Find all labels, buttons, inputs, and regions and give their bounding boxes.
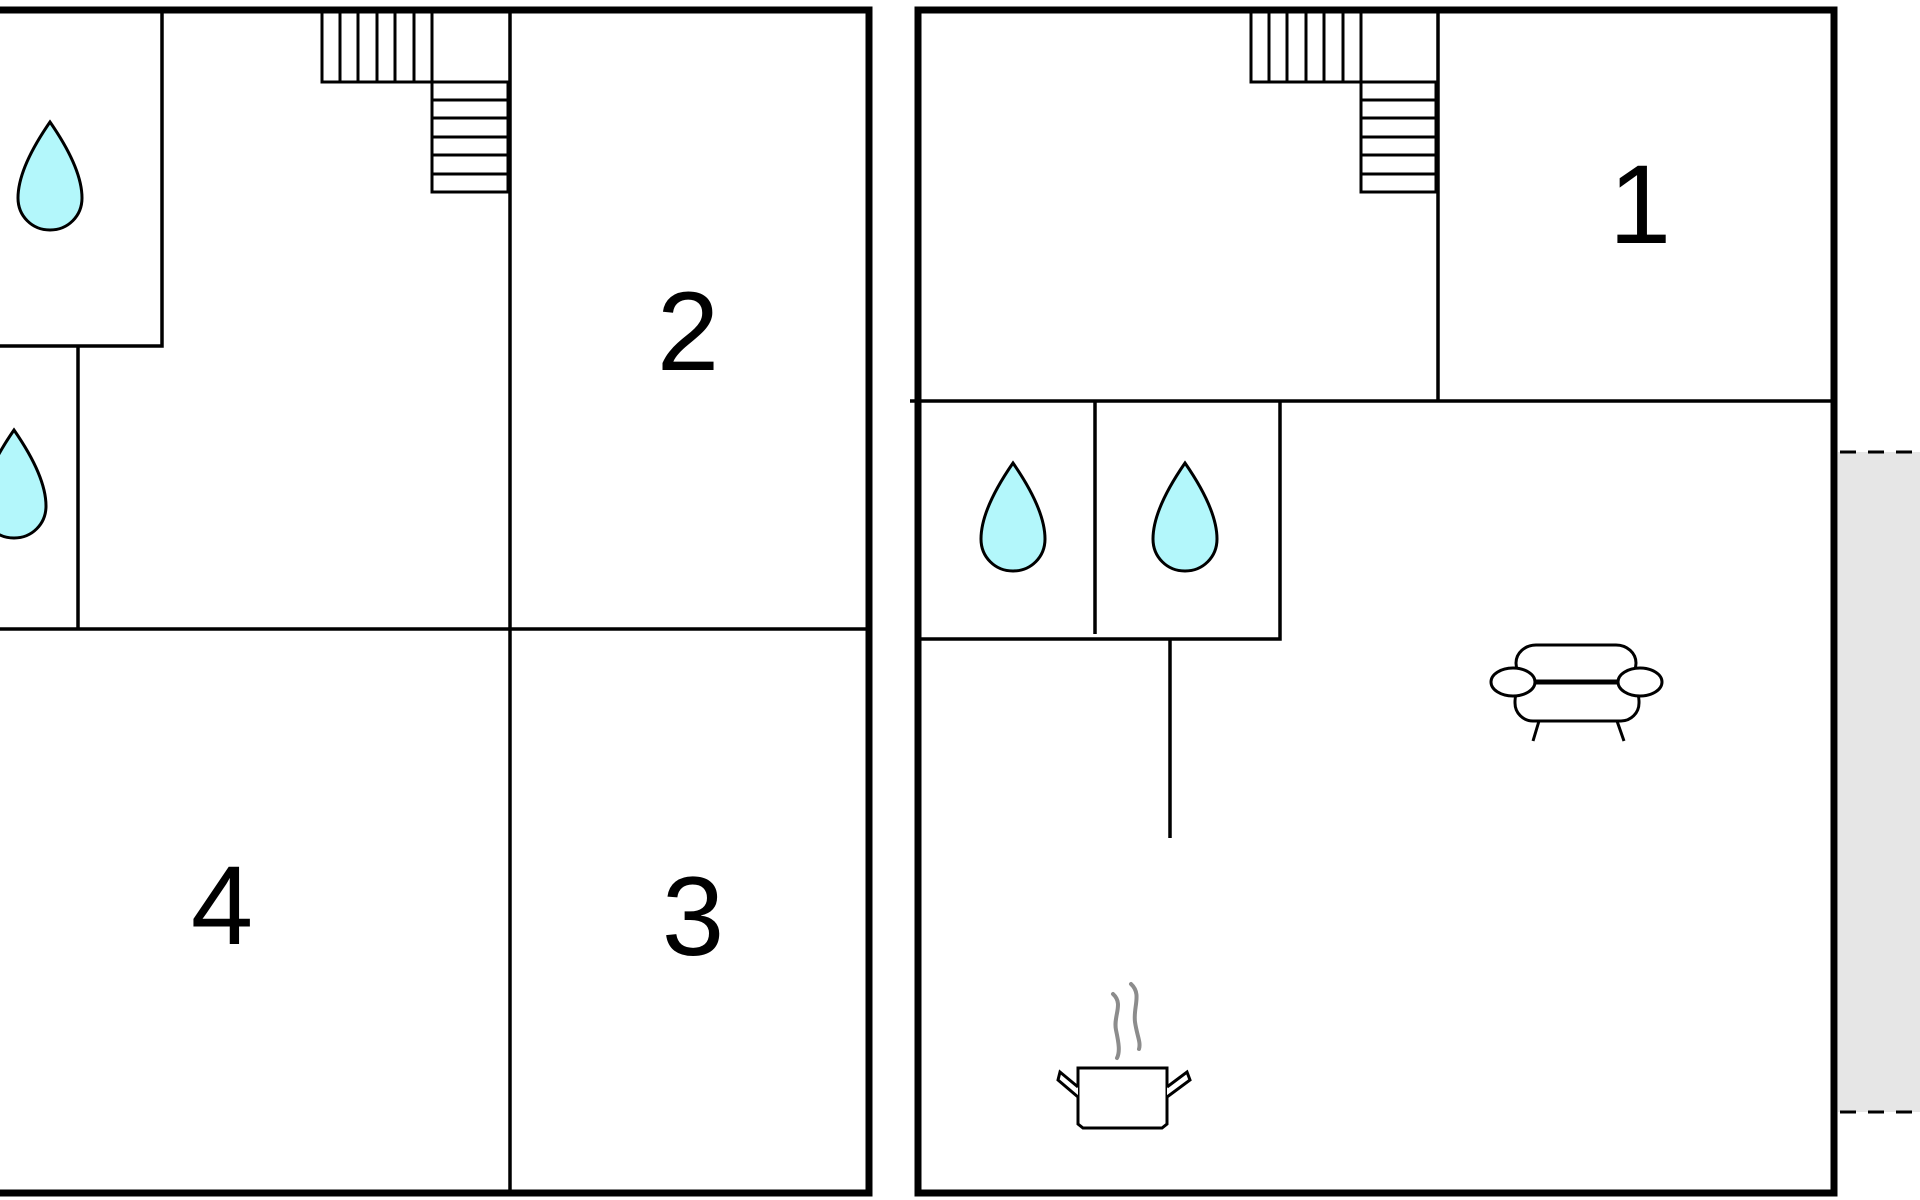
upper-floor: 2 3 4 xyxy=(0,6,873,1197)
sofa-icon xyxy=(1489,643,1664,742)
water-drop-icon xyxy=(1151,460,1219,573)
water-drop-icon xyxy=(16,119,84,232)
water-drop-icon xyxy=(0,427,48,540)
room-1-number: 1 xyxy=(1609,142,1671,267)
ground-floor-outer-wall xyxy=(914,6,1838,1197)
cooking-pot-icon xyxy=(1056,982,1192,1130)
ground-floor: 1 xyxy=(910,6,1920,1197)
staircase-icon xyxy=(320,8,510,194)
upper-floor-outer-wall xyxy=(0,6,873,1197)
room-3-number: 3 xyxy=(662,854,724,979)
ground-floor-interior-walls xyxy=(910,10,1831,838)
room-4-number: 4 xyxy=(191,843,253,968)
staircase-icon xyxy=(1249,8,1438,194)
upper-floor-interior-walls xyxy=(0,10,866,1193)
terrace-area xyxy=(1838,452,1920,1112)
room-2-number: 2 xyxy=(657,269,719,394)
water-drop-icon xyxy=(979,460,1047,573)
